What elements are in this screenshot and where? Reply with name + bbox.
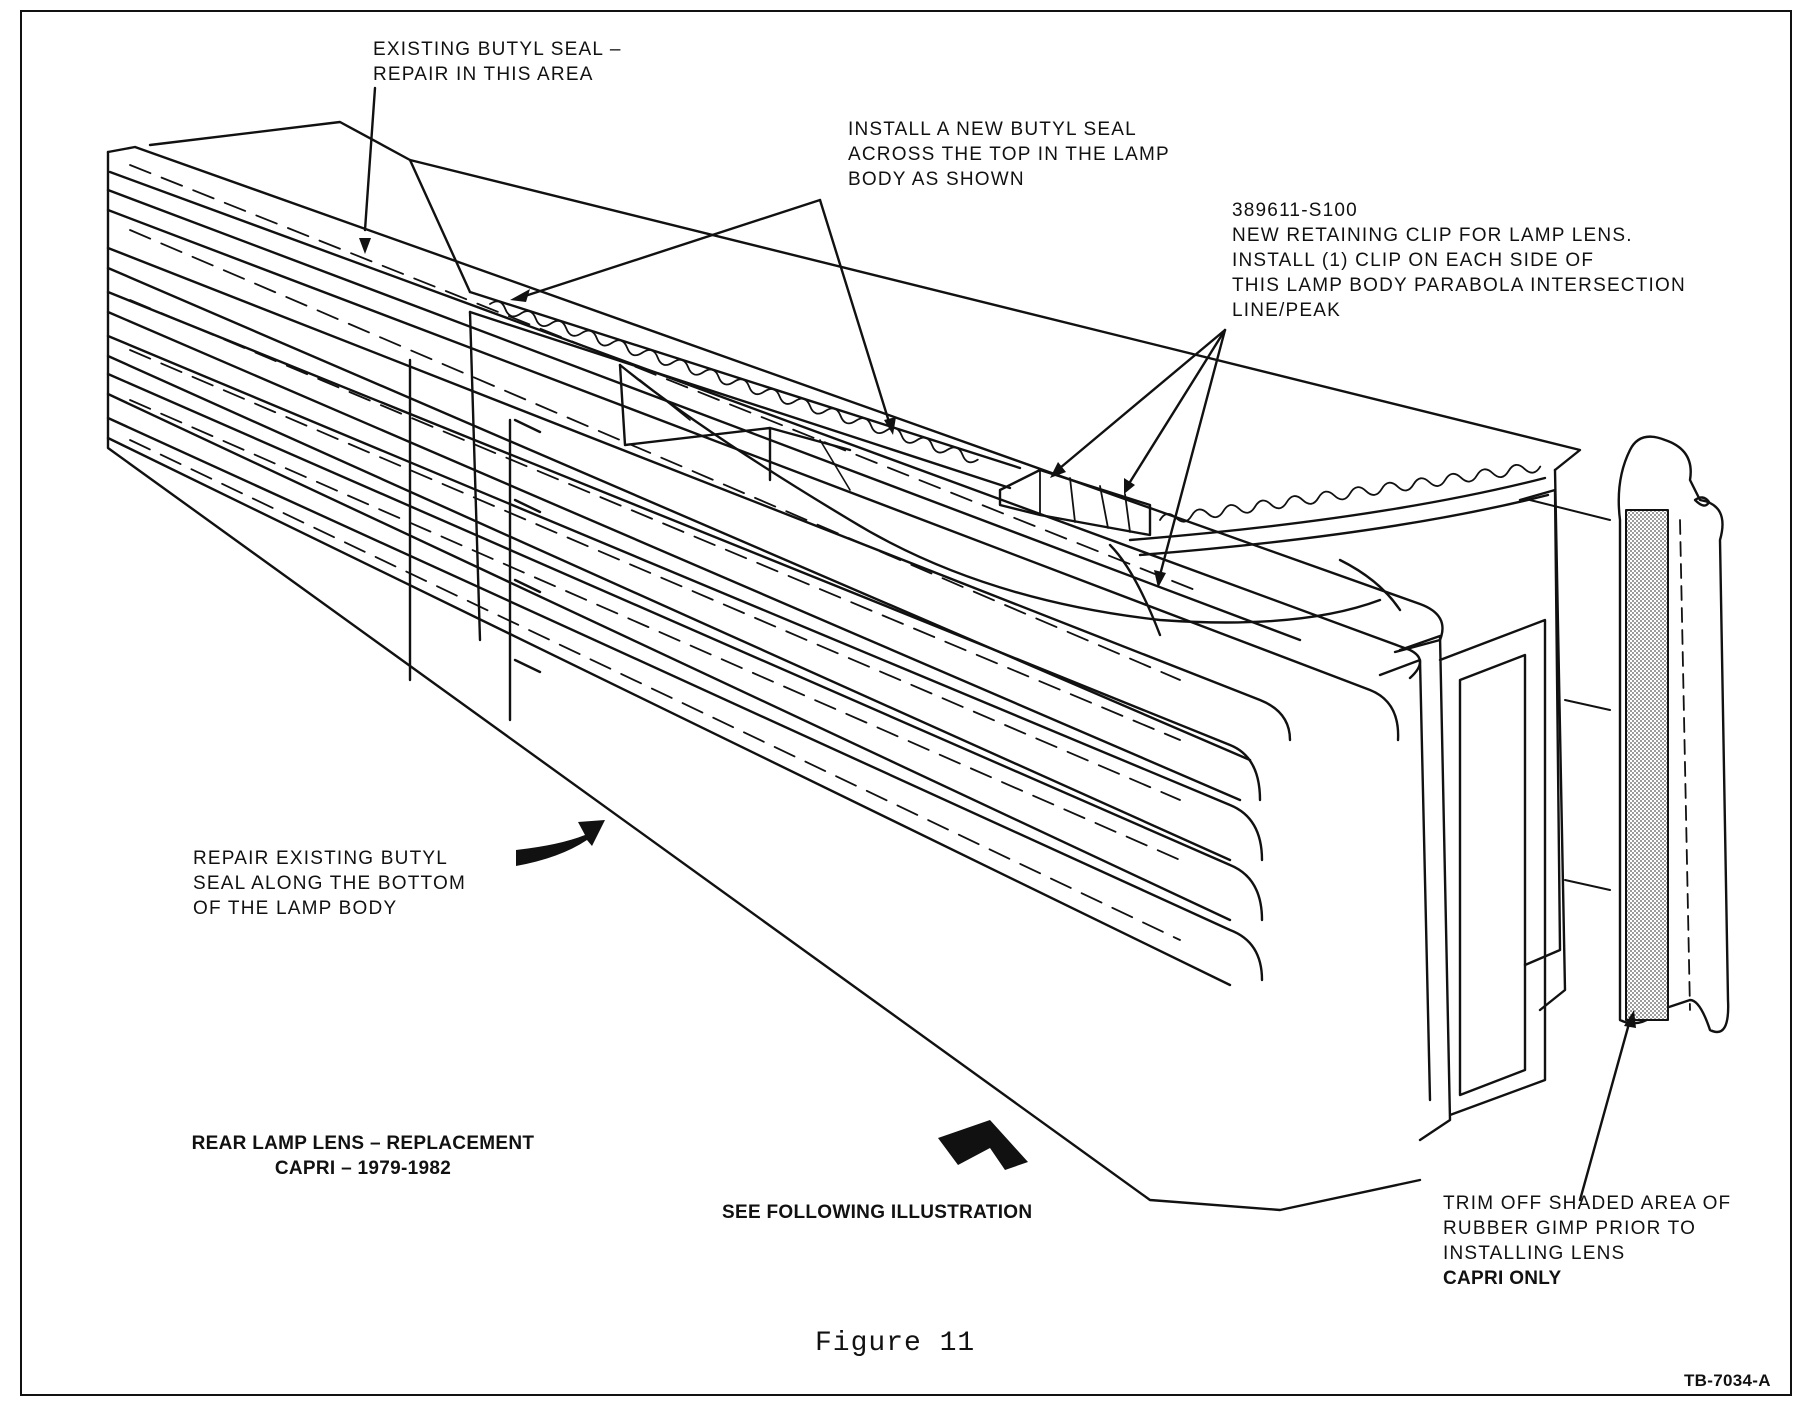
figure-frame bbox=[20, 10, 1792, 1396]
lens-side-gap bbox=[1518, 488, 1562, 967]
seal-right-band bbox=[1128, 476, 1550, 557]
inner-reflector-lines bbox=[639, 379, 851, 491]
label-clip-line4: THIS LAMP BODY PARABOLA INTERSECTION bbox=[1232, 275, 1686, 296]
leader-trim bbox=[1578, 1018, 1632, 1202]
label-install-seal-line1: INSTALL A NEW BUTYL SEAL bbox=[848, 119, 1137, 140]
parabola bbox=[618, 363, 1382, 624]
label-existing-seal-line1: EXISTING BUTYL SEAL – bbox=[373, 39, 622, 60]
butyl-seal-wave bbox=[489, 300, 979, 464]
leader-clip-3 bbox=[1158, 328, 1227, 577]
arrowhead-install-1 bbox=[510, 289, 530, 302]
label-existing-seal: EXISTING BUTYL SEAL – REPAIR IN THIS ARE… bbox=[373, 37, 622, 87]
lens-side-frame bbox=[1378, 618, 1547, 1142]
label-see-following: SEE FOLLOWING ILLUSTRATION bbox=[722, 1202, 1033, 1223]
lamp-body-top-back bbox=[408, 158, 472, 294]
retaining-clip bbox=[998, 468, 1152, 537]
label-install-seal-line2: ACROSS THE TOP IN THE LAMP bbox=[848, 144, 1170, 165]
label-install-seal-line3: BODY AS SHOWN bbox=[848, 169, 1025, 190]
label-trim-line1: TRIM OFF SHADED AREA OF bbox=[1443, 1193, 1732, 1214]
arrowhead-existing-seal bbox=[359, 238, 371, 254]
arrowhead-clip-3 bbox=[1154, 570, 1166, 588]
label-repair-bottom-line1: REPAIR EXISTING BUTYL bbox=[193, 848, 449, 869]
label-clip-part-number: 389611-S100 bbox=[1232, 200, 1358, 221]
label-trim-capri-only: CAPRI ONLY bbox=[1443, 1268, 1562, 1289]
leader-clip-2 bbox=[1128, 328, 1227, 484]
figure-title: REAR LAMP LENS – REPLACEMENT CAPRI – 197… bbox=[178, 1131, 548, 1181]
label-repair-bottom: REPAIR EXISTING BUTYL SEAL ALONG THE BOT… bbox=[193, 846, 466, 921]
label-clip-line5: LINE/PEAK bbox=[1232, 300, 1342, 321]
retaining-clip-detail bbox=[1039, 469, 1131, 533]
figure-title-line1: REAR LAMP LENS – REPLACEMENT bbox=[191, 1133, 535, 1154]
gimp-shaded-area bbox=[1625, 509, 1669, 1021]
parabola-peak-line bbox=[1108, 543, 1402, 637]
arrowhead-clip-1 bbox=[1050, 462, 1066, 478]
label-install-seal: INSTALL A NEW BUTYL SEAL ACROSS THE TOP … bbox=[848, 117, 1170, 192]
figure-number: Figure 11 bbox=[815, 1328, 976, 1359]
figure-title-line2: CAPRI – 1979-1982 bbox=[274, 1158, 452, 1179]
leader-install-1 bbox=[523, 198, 822, 298]
fin-verticals bbox=[408, 358, 542, 722]
leader-clip-1 bbox=[1058, 328, 1227, 470]
label-trim-line3: INSTALLING LENS bbox=[1443, 1243, 1626, 1264]
label-existing-seal-line2: REPAIR IN THIS AREA bbox=[373, 64, 594, 85]
document-id: TB-7034-A bbox=[1684, 1371, 1771, 1390]
label-clip-line3: INSTALL (1) CLIP ON EACH SIDE OF bbox=[1232, 250, 1595, 271]
repair-curved-arrow bbox=[516, 820, 605, 866]
gimp-hole bbox=[1693, 496, 1711, 507]
lens-side-marks bbox=[1529, 499, 1611, 891]
label-repair-bottom-line3: OF THE LAMP BODY bbox=[193, 898, 398, 919]
label-trim-line2: RUBBER GIMP PRIOR TO bbox=[1443, 1218, 1697, 1239]
label-repair-bottom-line2: SEAL ALONG THE BOTTOM bbox=[193, 873, 466, 894]
see-following-block-arrow bbox=[938, 1120, 1028, 1170]
label-retaining-clip: 389611-S100 NEW RETAINING CLIP FOR LAMP … bbox=[1232, 198, 1686, 323]
gimp-dashes bbox=[1679, 519, 1691, 1011]
label-clip-line2: NEW RETAINING CLIP FOR LAMP LENS. bbox=[1232, 225, 1633, 246]
arrowhead-clip-2 bbox=[1124, 478, 1135, 494]
lamp-body-rear-edge bbox=[1538, 468, 1567, 1012]
rubber-gimp bbox=[1617, 435, 1730, 1034]
label-trim-gimp: TRIM OFF SHADED AREA OF RUBBER GIMP PRIO… bbox=[1443, 1191, 1731, 1291]
leader-existing-seal bbox=[363, 86, 377, 232]
arrowhead-trim bbox=[1624, 1010, 1636, 1028]
leader-install-2 bbox=[818, 198, 892, 427]
arrowhead-install-2 bbox=[884, 417, 896, 435]
butyl-seal-wave-right bbox=[1159, 464, 1542, 523]
